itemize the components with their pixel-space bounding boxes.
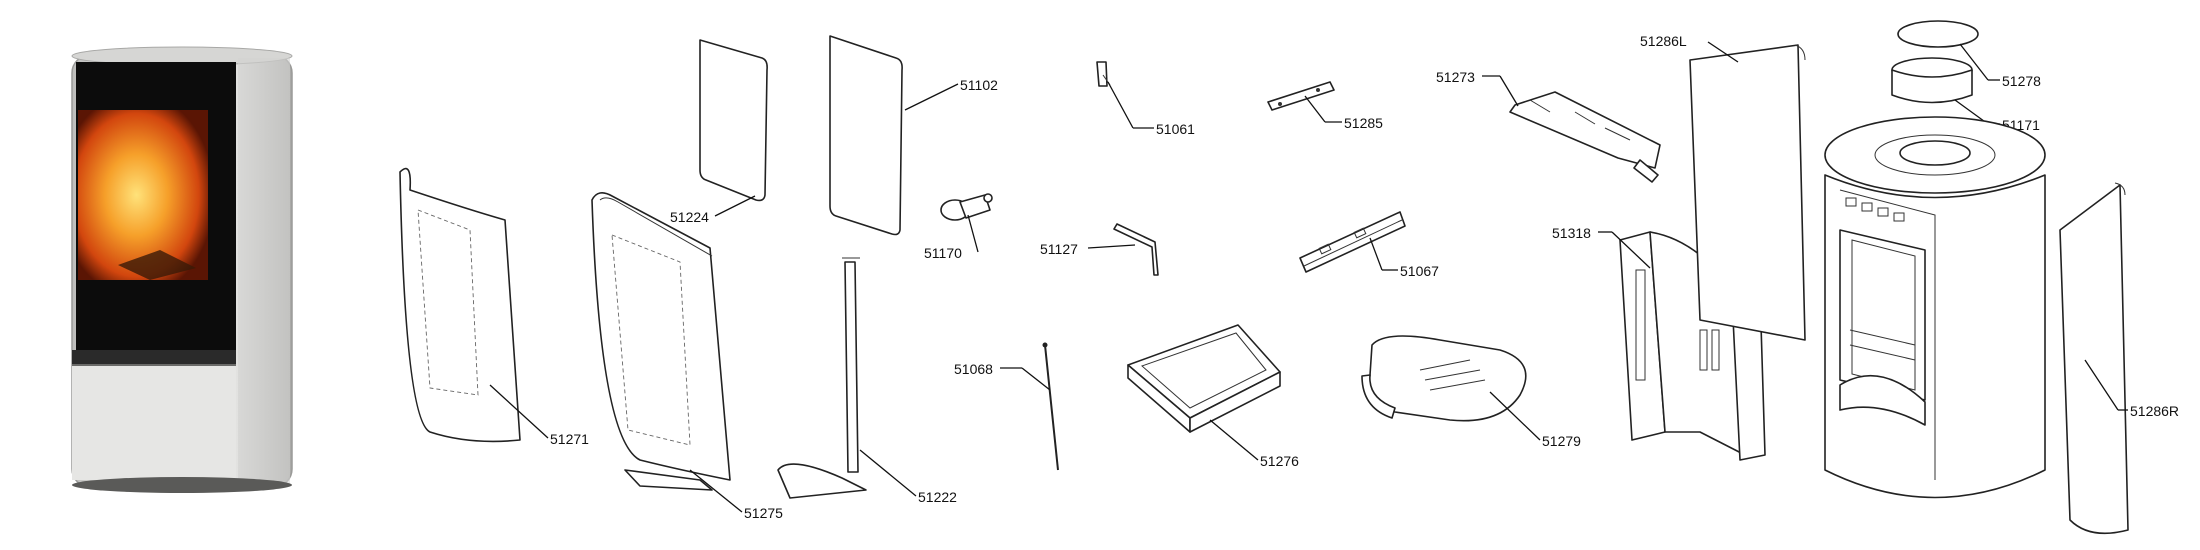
leader-51279: [1489, 391, 1541, 441]
leader-51068: [1021, 367, 1051, 391]
leader-51271: [489, 384, 549, 439]
part-51170-knob: [940, 193, 993, 221]
part-51286R-side-panel: [2059, 182, 2129, 535]
label-51273: 51273: [1436, 69, 1475, 85]
leader-51273: [1499, 75, 1519, 107]
label-51222: 51222: [918, 489, 957, 505]
label-51285: 51285: [1344, 115, 1383, 131]
leader-51224: [714, 195, 756, 217]
leader-51286R: [2084, 359, 2119, 411]
part-51285-bracket: [1267, 81, 1335, 111]
part-51286L-side-panel: [1689, 44, 1806, 341]
label-51286L: 51286L: [1640, 33, 1687, 49]
leader-51285: [1304, 95, 1326, 123]
part-51275-door: [591, 192, 731, 491]
label-51286R: 51286R: [2130, 403, 2179, 419]
stove-photo: [71, 46, 293, 493]
leader-51222: [859, 449, 917, 497]
part-51067-rail: [1299, 211, 1406, 273]
leader-51318: [1611, 231, 1651, 269]
part-51222-door-rod: [777, 257, 867, 499]
part-51273-baffle: [1509, 91, 1661, 183]
label-51318: 51318: [1552, 225, 1591, 241]
part-51271-side-panel: [399, 167, 521, 443]
part-51278-top-disc: [1897, 20, 1979, 48]
leader-51275: [689, 469, 743, 513]
part-51279-grate: [1361, 335, 1527, 422]
label-51275: 51275: [744, 505, 783, 521]
part-51127-key: [1113, 223, 1159, 276]
label-51067: 51067: [1400, 263, 1439, 279]
part-51061-clip: [1096, 61, 1111, 87]
label-51127: 51127: [1040, 241, 1078, 257]
part-51276-ashtray: [1127, 324, 1281, 433]
leader-51061: [1107, 81, 1134, 129]
leader-51127: [1087, 244, 1136, 249]
label-51271: 51271: [550, 431, 589, 447]
part-51318-liner: [1619, 231, 1766, 461]
label-51279: 51279: [1542, 433, 1581, 449]
leader-51102: [904, 83, 959, 111]
part-stove-body: [1824, 116, 2046, 499]
label-51068: 51068: [954, 361, 993, 377]
part-51224-glass: [699, 39, 768, 202]
part-51171-flue-collar: [1891, 57, 1973, 104]
leader-51286L: [1707, 41, 1739, 63]
label-51170: 51170: [924, 245, 962, 261]
part-51068-rod: [1042, 342, 1059, 471]
leader-51170: [967, 214, 979, 253]
label-51061: 51061: [1156, 121, 1195, 137]
part-51102-glass: [829, 35, 903, 236]
label-51276: 51276: [1260, 453, 1299, 469]
leader-51067: [1369, 237, 1383, 271]
leader-51276: [1209, 419, 1259, 461]
label-51102: 51102: [960, 77, 998, 93]
label-51224: 51224: [670, 209, 709, 225]
label-51278: 51278: [2002, 73, 2041, 89]
leader-51278: [1959, 43, 1989, 81]
